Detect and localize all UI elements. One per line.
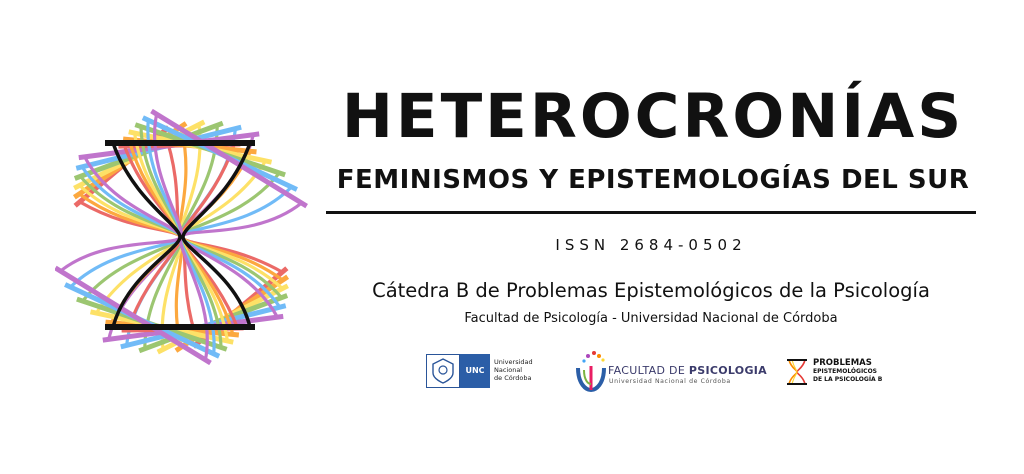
fpsi-prefix: FACULTAD DE — [608, 364, 689, 377]
problemas-epistemologicos-logo[interactable]: PROBLEMAS EPISTEMOLÓGICOS DE LA PSICOLOG… — [783, 356, 893, 388]
page-subtitle: FEMINISMOS Y EPISTEMOLOGÍAS DEL SUR — [336, 165, 970, 195]
unc-badge: UNC — [460, 354, 490, 388]
page-title: HETEROCRONÍAS — [341, 81, 965, 152]
facultad-psicologia-logo[interactable]: FACULTAD DE PSICOLOGIA Universidad Nacio… — [574, 350, 767, 394]
facultad-label: Facultad de Psicología - Universidad Nac… — [464, 311, 838, 326]
unc-text-line1: Universidad — [494, 358, 533, 366]
fpsi-name: FACULTAD DE PSICOLOGIA — [608, 364, 767, 377]
unc-logo[interactable]: UNC Universidad Nacional de Córdoba — [426, 354, 538, 390]
catedra-label: Cátedra B de Problemas Epistemológicos d… — [372, 279, 930, 302]
unc-text-line2: Nacional — [494, 366, 523, 374]
pe-line1: PROBLEMAS — [813, 358, 872, 368]
fpsi-university: Universidad Nacional de Córdoba — [609, 378, 731, 385]
fpsi-bold: PSICOLOGIA — [688, 364, 767, 377]
problemas-hourglass-icon — [787, 359, 807, 385]
issn-label: ISSN 2684-0502 — [555, 236, 747, 254]
unc-crest-icon — [426, 354, 460, 388]
hourglass-rainbow-logo — [55, 108, 308, 365]
facultad-psicologia-logo-icon — [576, 351, 606, 393]
pe-line2: EPISTEMOLÓGICOS — [813, 368, 878, 375]
title-divider — [326, 211, 976, 214]
unc-text-line3: de Córdoba — [494, 374, 532, 382]
pe-line3: DE LA PSICOLOGÍA B — [813, 376, 883, 383]
unc-text: Universidad Nacional de Córdoba — [494, 358, 554, 382]
